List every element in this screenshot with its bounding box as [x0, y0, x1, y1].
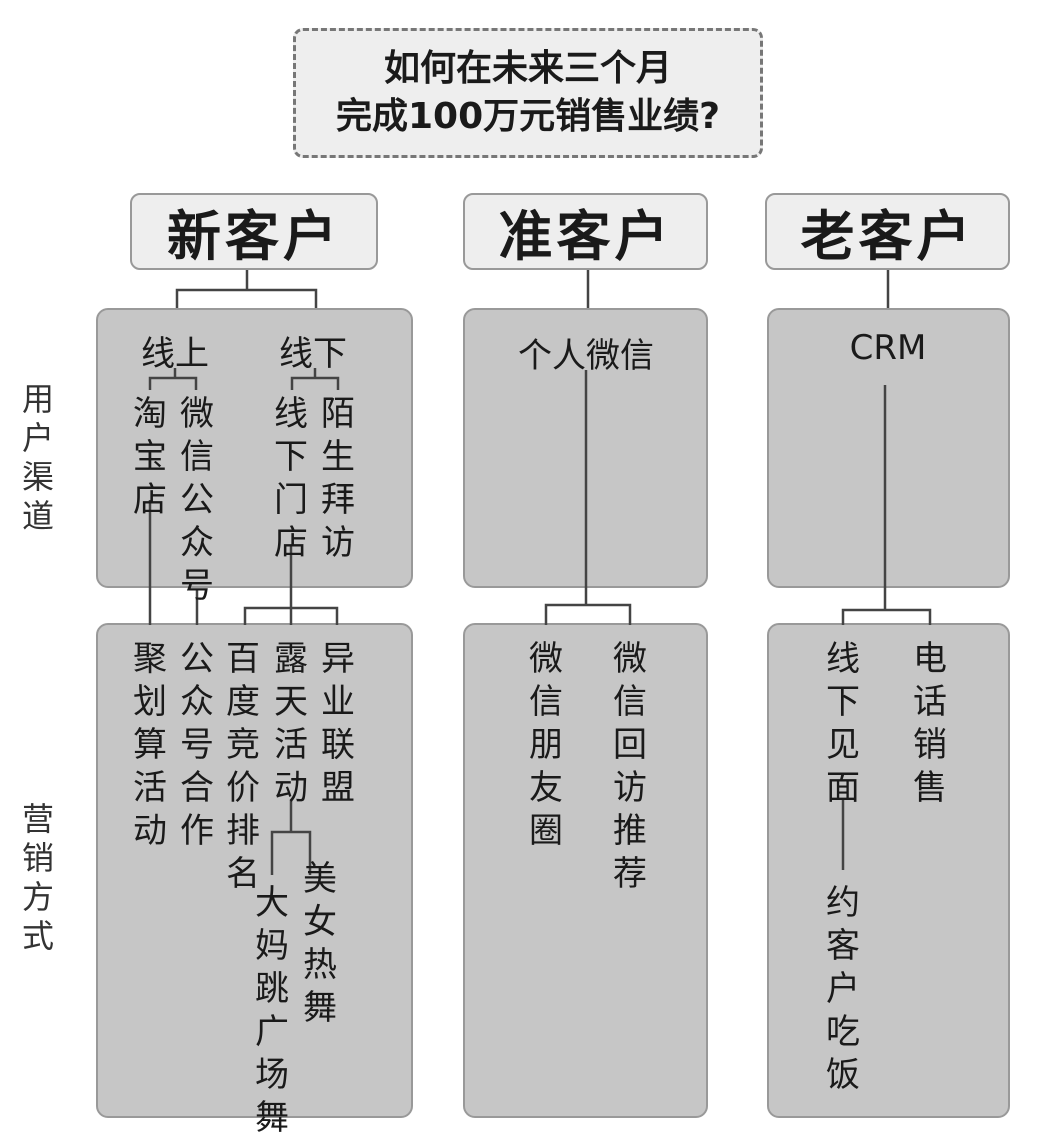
marketing-wechat-moments: 微信朋友圈: [529, 639, 563, 851]
header-old-customer: 老客户: [765, 193, 1010, 270]
marketing-wechat-referral: 微信回访推荐: [613, 639, 647, 894]
outdoor-square-dance: 大妈跳广场舞: [255, 883, 289, 1138]
marketing-juhuasuan: 聚划算活动: [133, 639, 167, 851]
title-box: 如何在未来三个月 完成100万元销售业绩?: [293, 28, 763, 158]
label-offline: 线下: [279, 334, 347, 374]
marketing-official-coop: 公众号合作: [180, 639, 214, 851]
marketing-baidu-bidding: 百度竞价排名: [226, 639, 260, 894]
label-crm: CRM: [849, 328, 927, 368]
title-line-1: 如何在未来三个月: [383, 48, 672, 89]
panel-old-marketing: [767, 623, 1010, 1118]
panel-new-marketing: [96, 623, 413, 1118]
label-online: 线上: [141, 334, 209, 374]
header-prospect: 准客户: [463, 193, 708, 270]
channel-wechat-official: 微信公众号: [180, 394, 214, 606]
panel-prospect-marketing: [463, 623, 708, 1118]
label-personal-wechat: 个人微信: [518, 336, 654, 376]
marketing-phone-sales: 电话销售: [913, 639, 947, 808]
channel-cold-visit: 陌生拜访: [321, 394, 355, 563]
side-label-channels: 用户渠道: [21, 380, 54, 535]
channel-offline-store: 线下门店: [274, 394, 308, 563]
header-new-customer: 新客户: [130, 193, 378, 270]
marketing-alliance: 异业联盟: [321, 639, 355, 808]
marketing-offline-meeting: 线下见面: [826, 639, 860, 808]
channel-taobao: 淘宝店: [133, 394, 167, 520]
side-label-marketing: 营销方式: [21, 800, 54, 955]
outdoor-hot-dance: 美女热舞: [303, 859, 337, 1028]
title-line-2: 完成100万元销售业绩?: [335, 96, 721, 137]
marketing-dinner: 约客户吃饭: [826, 883, 860, 1095]
panel-old-channels: [767, 308, 1010, 588]
marketing-outdoor-event: 露天活动: [274, 639, 308, 808]
